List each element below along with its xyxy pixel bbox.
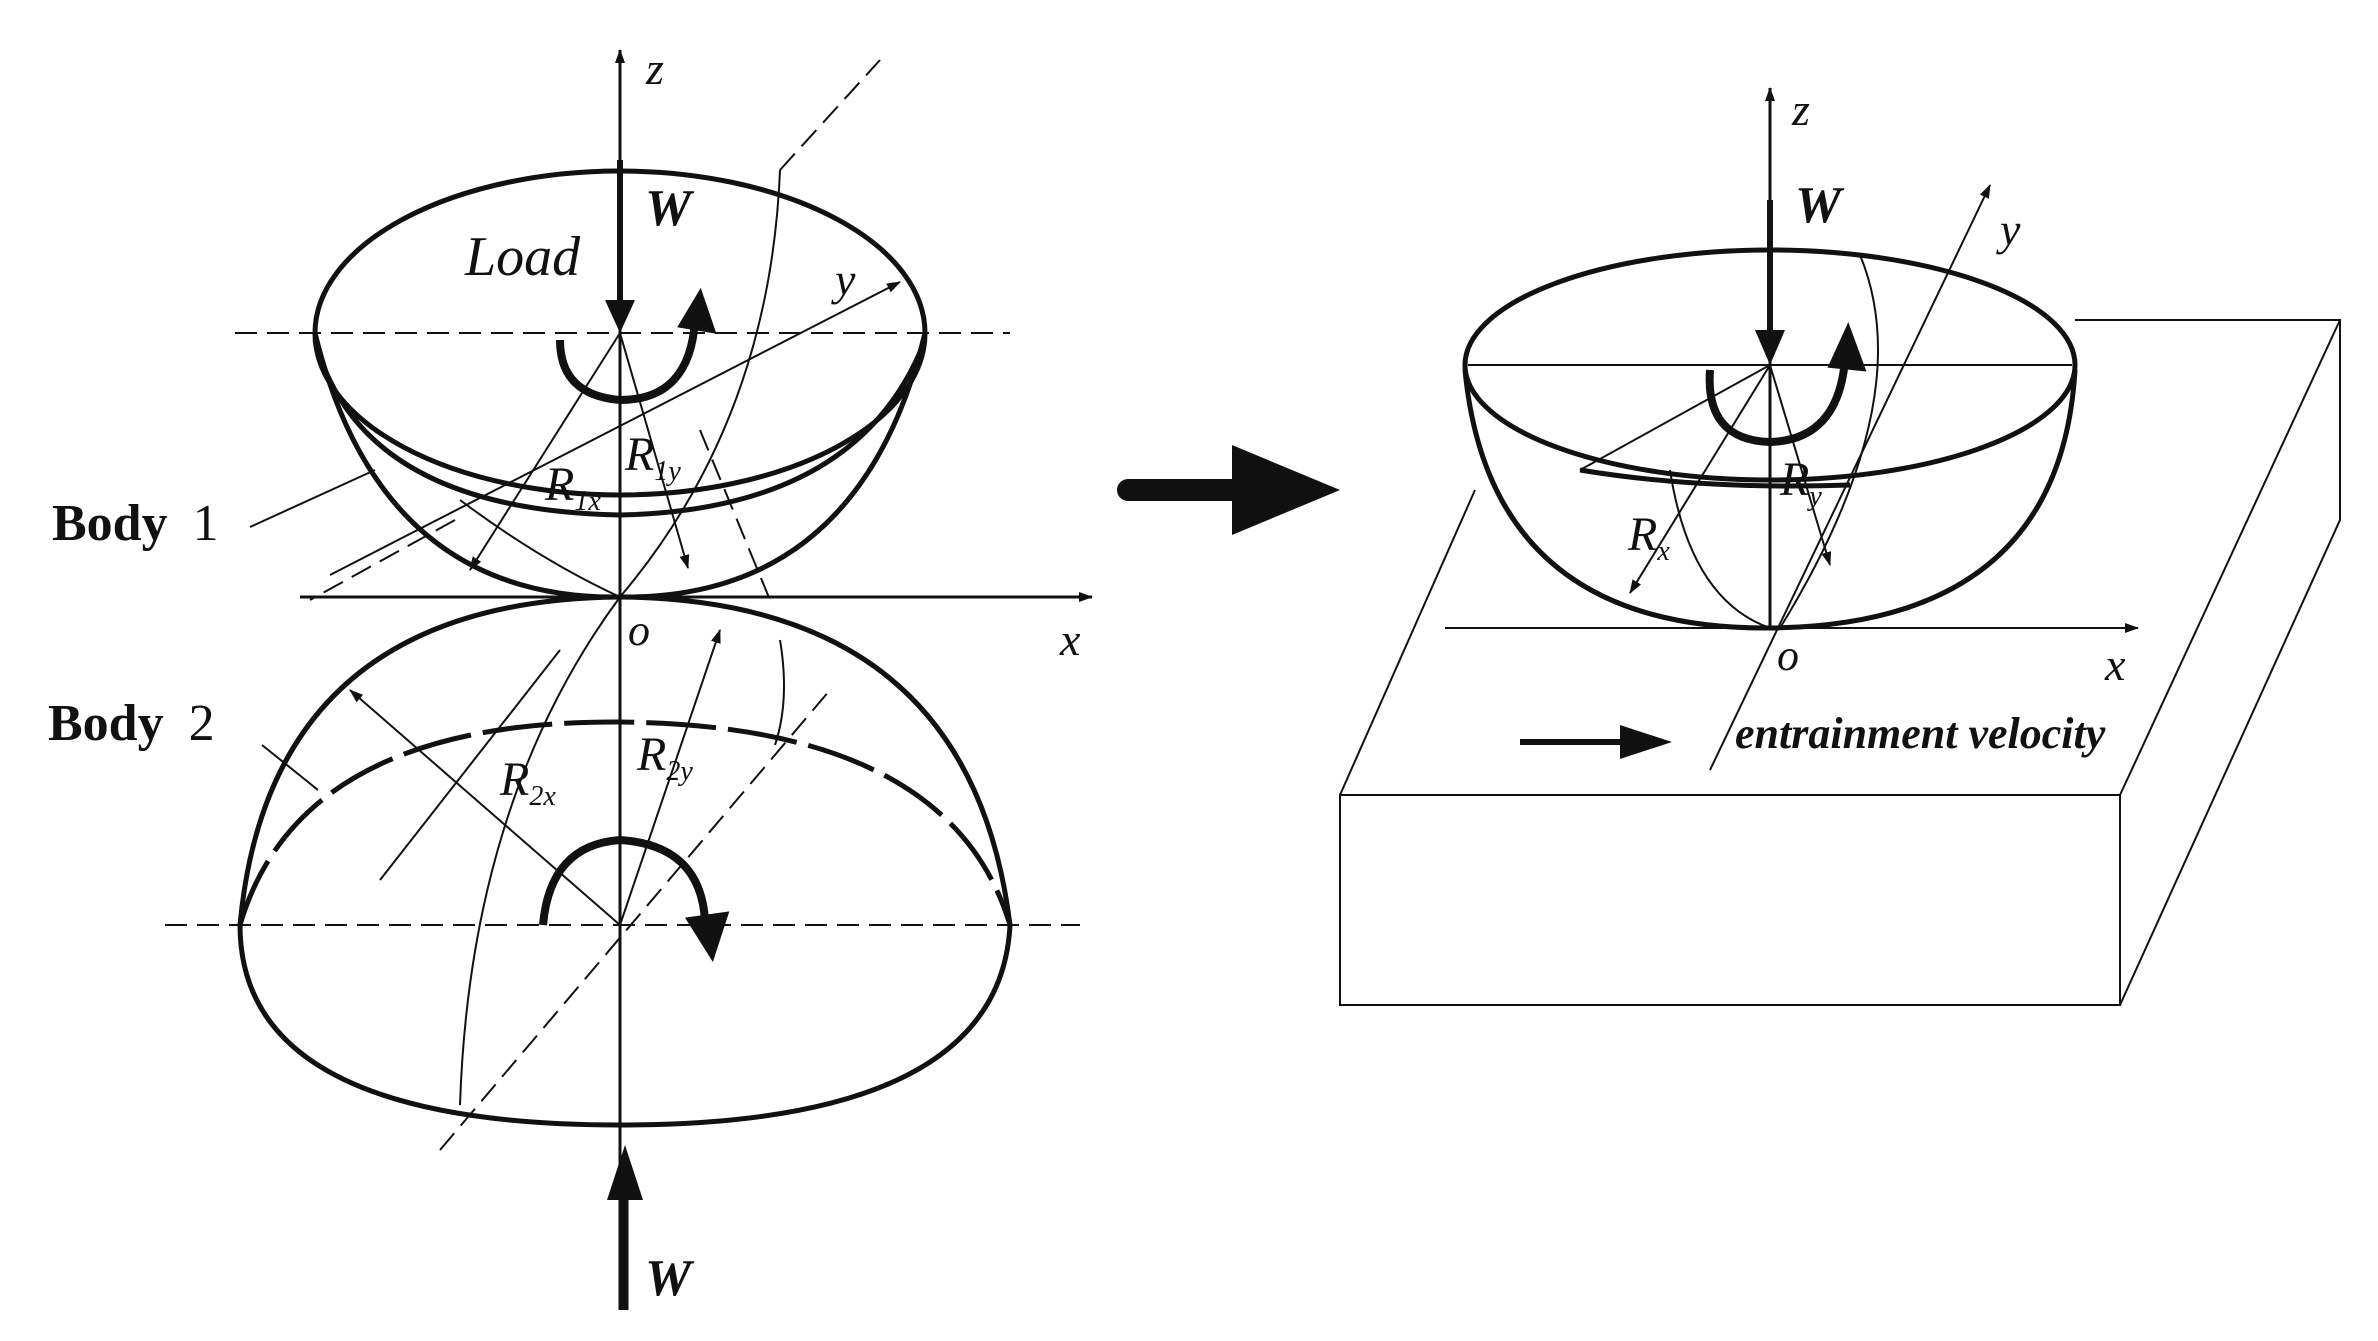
body1-label: Body 1 [52, 495, 219, 552]
right-x-axis-label: x [2104, 639, 2126, 690]
right-x-axis: x [1445, 623, 2139, 690]
right-y-axis-label: y [1996, 204, 2021, 255]
load-label: Load [464, 226, 581, 288]
r2x-sub: 2x [529, 781, 556, 812]
bottom-load-symbol: W [645, 1250, 695, 1307]
right-radius-lines [1579, 364, 1832, 594]
body1-label-number: 1 [193, 495, 219, 552]
left-diagram: z x o [48, 43, 1093, 1310]
body2-hemisphere [165, 594, 1080, 1128]
r2y-sub: 2y [666, 756, 693, 787]
left-y-axis-label: y [831, 254, 856, 305]
body2-radius-lines [349, 629, 721, 926]
body1-label-bold: Body [52, 495, 168, 552]
r1y-label: R1y [624, 428, 681, 487]
body1-radius-lines [309, 332, 771, 601]
right-rotation-arrow [1705, 322, 1867, 447]
left-x-axis: x [300, 592, 1093, 665]
entrainment-velocity: entrainment velocity [1520, 709, 2106, 759]
r2x-label: R2x [499, 753, 556, 812]
right-z-axis-label: z [1791, 84, 1810, 135]
r1y-base: R [624, 428, 654, 481]
right-origin-label: o [1777, 631, 1799, 680]
r2y-label: R2y [636, 728, 693, 787]
r2y-base: R [636, 728, 666, 781]
entrainment-velocity-label: entrainment velocity [1735, 709, 2106, 758]
body1-rotation-arrow [556, 287, 717, 405]
rx-sub: x [1656, 536, 1670, 567]
bottom-load-arrow: W [607, 1145, 695, 1310]
r2x-base: R [499, 753, 529, 806]
right-z-axis: z [1765, 84, 1810, 628]
body2-label-bold: Body [48, 695, 164, 752]
left-origin-label: o [628, 606, 650, 655]
body2-label: Body 2 [48, 695, 215, 752]
left-z-axis-label: z [645, 43, 664, 94]
r1x-base: R [544, 458, 574, 511]
equivalence-arrow [1117, 445, 1340, 535]
flat-plate [1339, 319, 2341, 1006]
body2-label-number: 2 [189, 695, 215, 752]
ry-base: R [1779, 453, 1809, 506]
top-load-symbol: W [645, 180, 695, 237]
r1x-sub: 1x [574, 486, 601, 517]
body1-label-group: Body 1 [52, 469, 376, 552]
ry-sub: y [1806, 481, 1822, 512]
right-y-axis: y [1709, 184, 2021, 771]
left-y-axis: y [329, 59, 901, 1151]
right-load-arrow: W [1755, 177, 1845, 365]
ry-label: Ry [1779, 453, 1822, 512]
left-x-axis-label: x [1059, 614, 1081, 665]
body2-label-group: Body 2 [48, 695, 319, 791]
rx-base: R [1627, 508, 1657, 561]
r1y-sub: 1y [654, 456, 681, 487]
right-diagram: z x o y Rx Ry W [1339, 84, 2341, 1006]
top-load-arrow: W Load [464, 160, 695, 333]
right-load-symbol: W [1795, 177, 1845, 234]
body2-rotation-arrow [539, 835, 730, 963]
r1x-label: R1x [544, 458, 601, 517]
rx-label: Rx [1627, 508, 1670, 567]
